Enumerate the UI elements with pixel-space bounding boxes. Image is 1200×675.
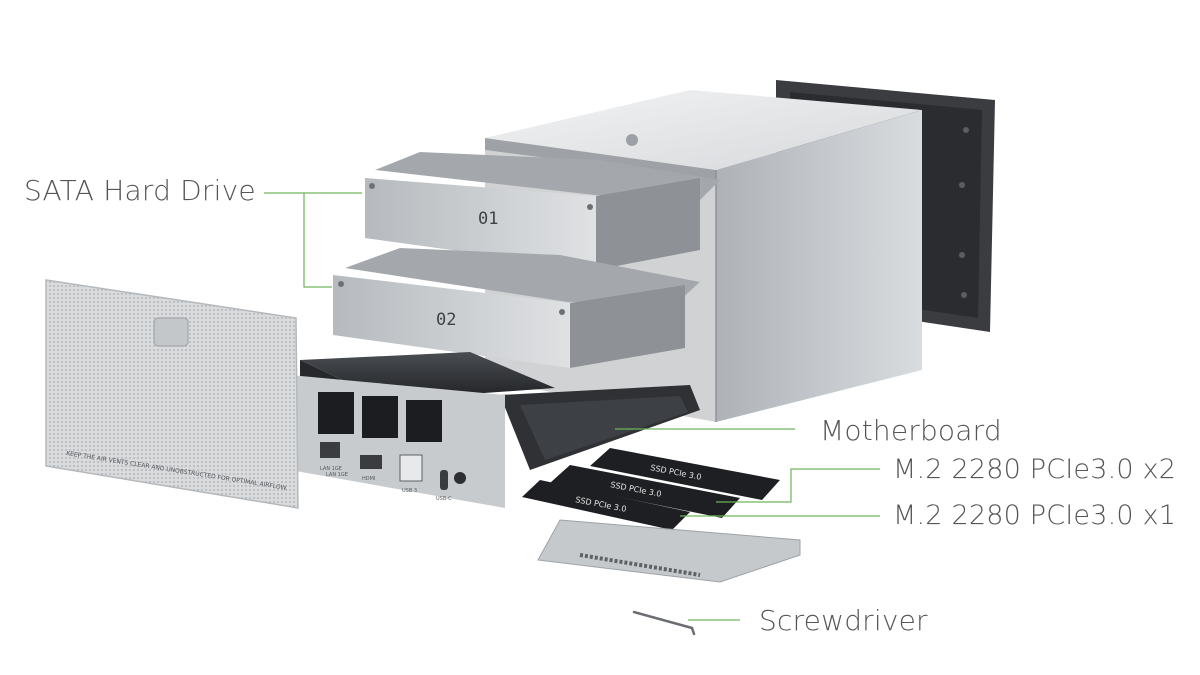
front-io-panel: LAN 1GE LAN 1GE HDMI USB 3 USB-C — [290, 375, 505, 508]
drive-bay-02: 02 — [333, 248, 700, 368]
label-m2-x2: M.2 2280 PCIe3.0 x2 — [893, 454, 1177, 485]
ssd-heatsink-plate — [537, 519, 801, 583]
label-motherboard: Motherboard — [820, 414, 1002, 447]
ssd-top: SSD PCIe 3.0 — [590, 448, 780, 500]
dust-filter: KEEP THE AIR VENTS CLEAR AND UNOBSTRUCTE… — [45, 279, 299, 509]
port-label-hdmi: HDMI — [362, 476, 375, 482]
port-label-usbc: USB-C — [436, 496, 452, 502]
ssd-middle: SSD PCIe 3.0 — [550, 465, 740, 518]
label-m2-x1: M.2 2280 PCIe3.0 x1 — [893, 500, 1177, 531]
port-label-lan2: LAN 1GE — [326, 472, 348, 478]
label-screwdriver: Screwdriver — [759, 604, 928, 637]
leader-m2-x2 — [716, 468, 880, 503]
leader-sata-bottom — [303, 193, 332, 288]
screwdriver — [632, 610, 696, 636]
leader-lines — [264, 192, 880, 621]
ssd-bottom: SSD PCIe 3.0 — [522, 480, 690, 530]
label-sata-hard-drive: SATA Hard Drive — [24, 174, 256, 207]
port-label-usb3: USB 3 — [402, 488, 417, 494]
port-label-lan1: LAN 1GE — [320, 466, 342, 472]
drive-number-01: 01 — [478, 209, 498, 229]
drive-bay-01: 01 — [365, 152, 720, 270]
drive-number-02: 02 — [436, 310, 456, 330]
